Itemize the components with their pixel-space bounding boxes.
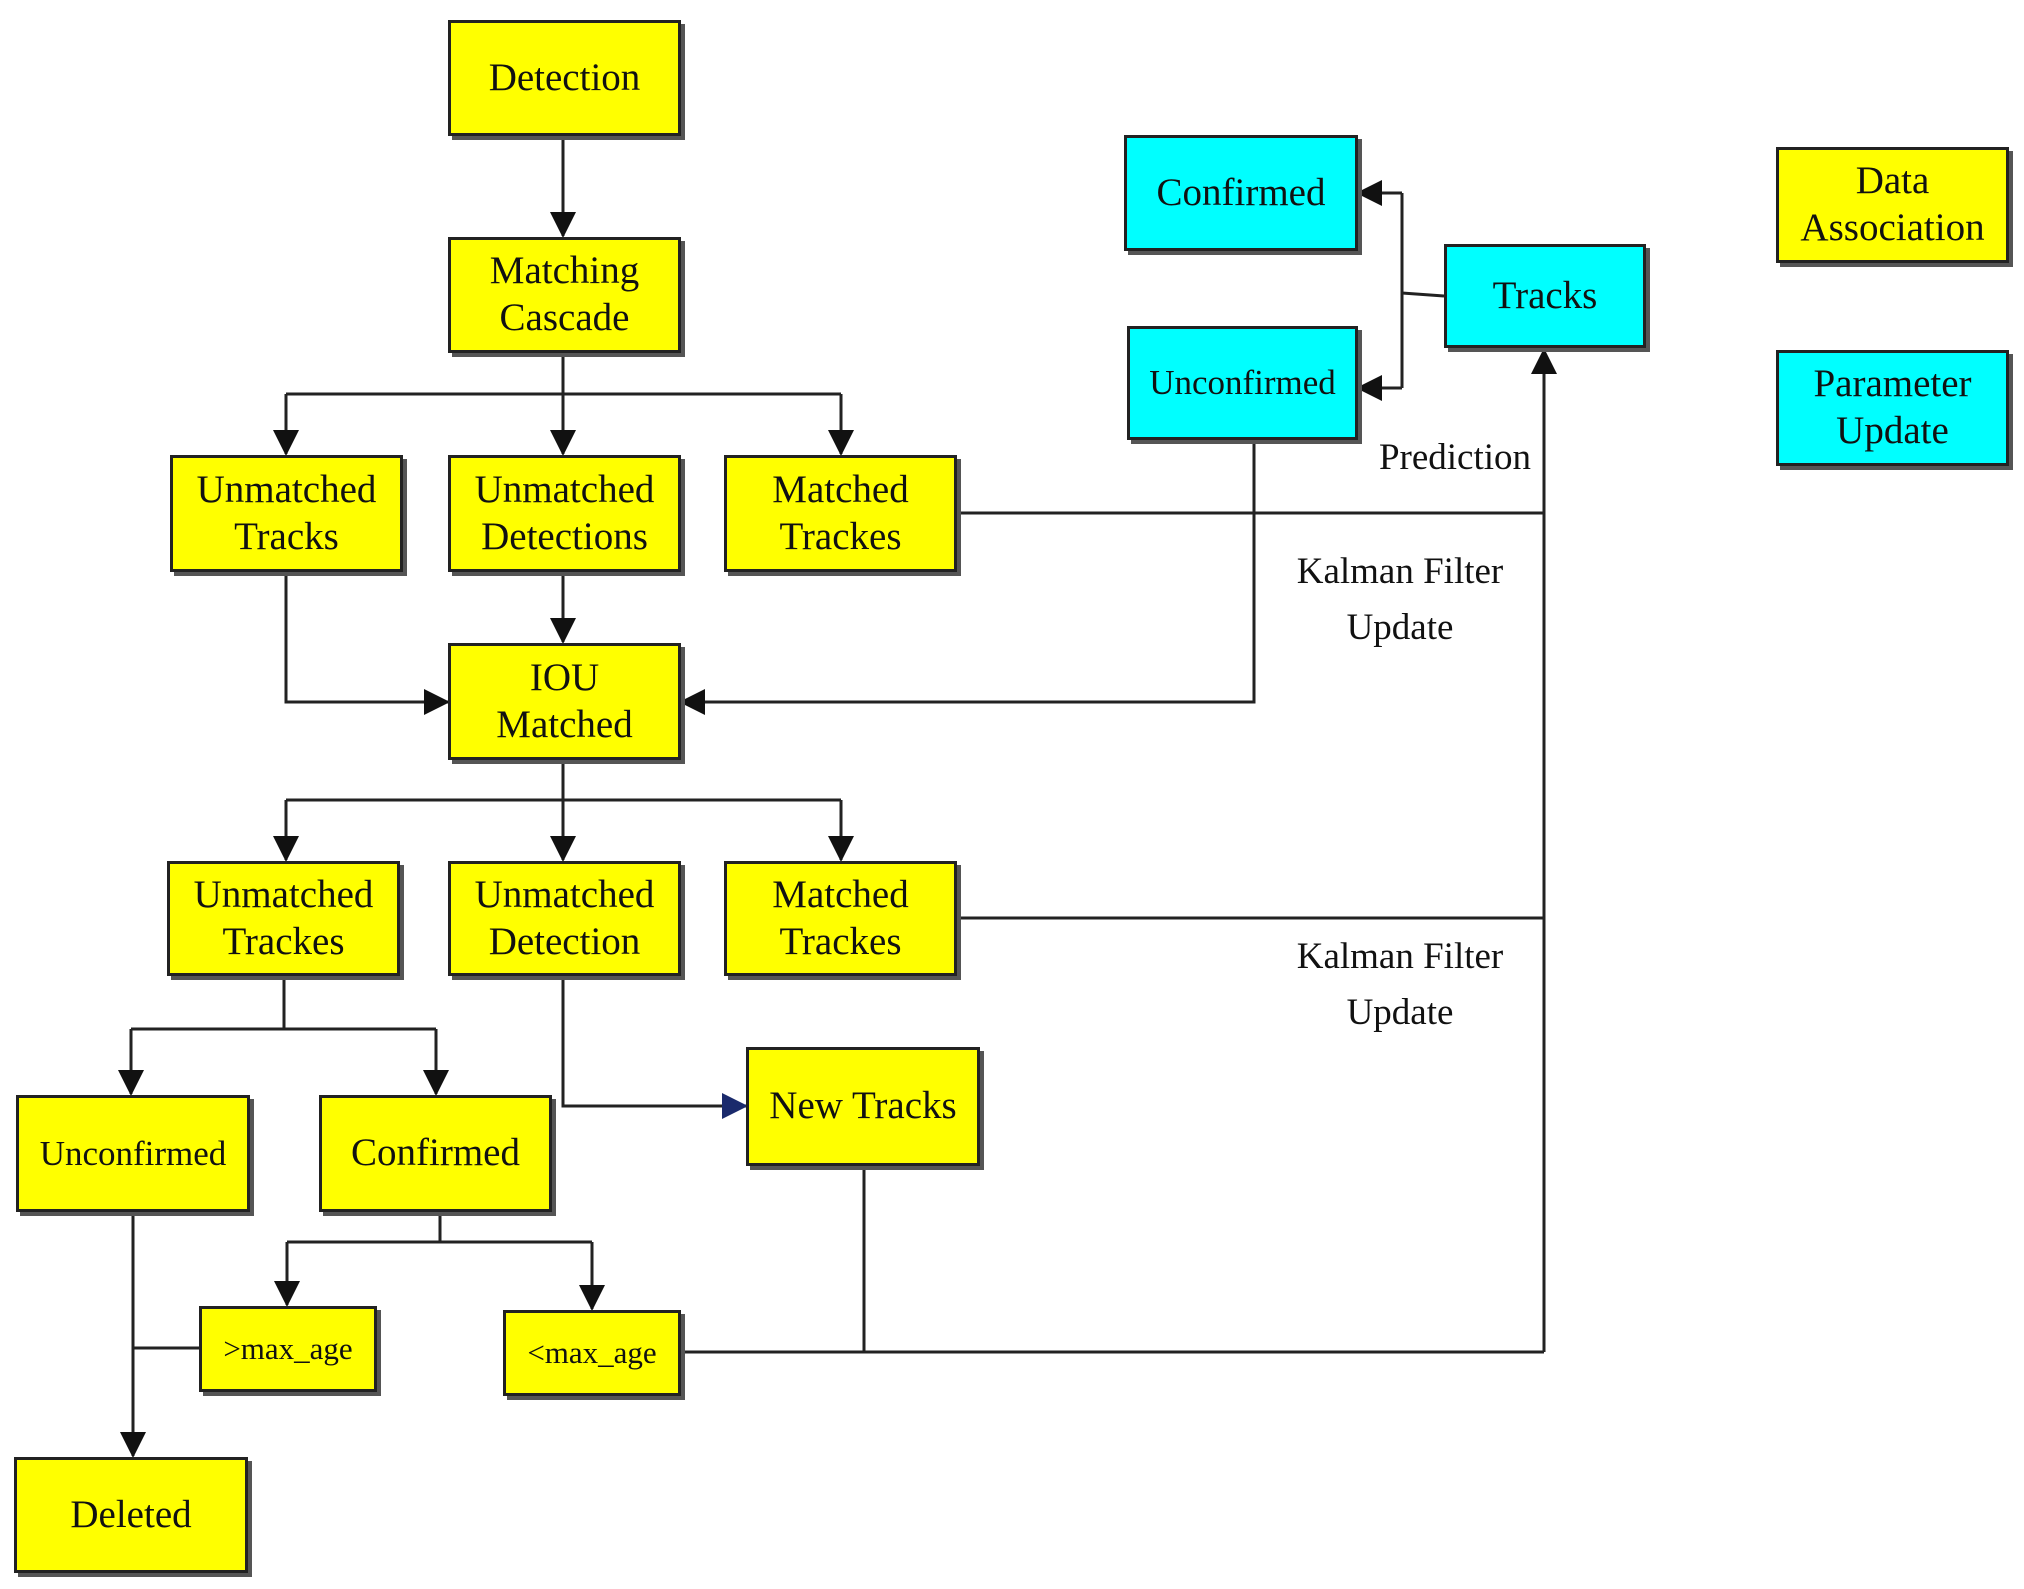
node-detection: Detection xyxy=(448,20,681,136)
node-unmatched-detections-1: Unmatched Detections xyxy=(448,455,681,572)
node-lt-max-age: <max_age xyxy=(503,1310,681,1396)
edge-unmatched-tracks-to-iou xyxy=(284,572,450,715)
edge-tracks-split xyxy=(1401,291,1445,298)
node-matched-tracks-2: Matched Trackes xyxy=(724,861,957,976)
node-matching-cascade: Matching Cascade xyxy=(448,237,681,353)
legend-parameter-update: Parameter Update xyxy=(1776,350,2009,466)
edge-unconfirmed-top-to-iou xyxy=(679,440,1256,715)
label-prediction: Prediction xyxy=(1378,437,1532,478)
node-new-tracks: New Tracks xyxy=(746,1047,980,1166)
node-deleted: Deleted xyxy=(14,1457,248,1573)
node-matched-tracks-1: Matched Trackes xyxy=(724,455,957,572)
node-iou-matched: IOU Matched xyxy=(448,643,681,760)
node-confirmed-bottom: Confirmed xyxy=(319,1095,552,1212)
legend-data-association: Data Association xyxy=(1776,147,2009,263)
node-tracks: Tracks xyxy=(1444,244,1646,348)
node-unconfirmed-bottom: Unconfirmed xyxy=(16,1095,250,1212)
label-kalman-update-1: Kalman Filter Update xyxy=(1296,551,1504,648)
node-unmatched-tracks-1: Unmatched Tracks xyxy=(170,455,403,572)
node-gt-max-age: >max_age xyxy=(199,1306,377,1392)
label-kalman-update-2: Kalman Filter Update xyxy=(1296,936,1504,1033)
node-confirmed-top: Confirmed xyxy=(1124,135,1358,251)
node-unconfirmed-top: Unconfirmed xyxy=(1127,326,1358,440)
node-unmatched-tracks-2: Unmatched Trackes xyxy=(167,861,400,976)
edge-unmatched-detection-to-new-tracks xyxy=(561,976,748,1119)
node-unmatched-detection-2: Unmatched Detection xyxy=(448,861,681,976)
